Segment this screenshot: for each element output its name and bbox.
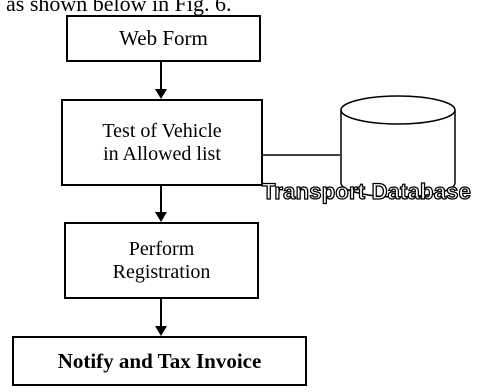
database-cylinder-icon [340, 95, 456, 198]
test-vehicle-box: Test of Vehicle in Allowed list [61, 99, 263, 186]
cut-off-caption: as shown below in Fig. 6. [6, 0, 232, 16]
test-vehicle-line-2: in Allowed list [103, 142, 221, 165]
test-vehicle-line-1: Test of Vehicle [102, 119, 222, 142]
perform-registration-line-1: Perform [128, 237, 195, 260]
perform-registration-line-2: Registration [112, 260, 211, 283]
web-form-label: Web Form [119, 26, 208, 51]
notify-invoice-label: Notify and Tax Invoice [57, 348, 262, 373]
web-form-box: Web Form [66, 15, 261, 62]
perform-registration-box: Perform Registration [64, 222, 259, 299]
notify-invoice-box: Notify and Tax Invoice [12, 336, 307, 386]
transport-database-label: Transport Database [261, 178, 472, 204]
